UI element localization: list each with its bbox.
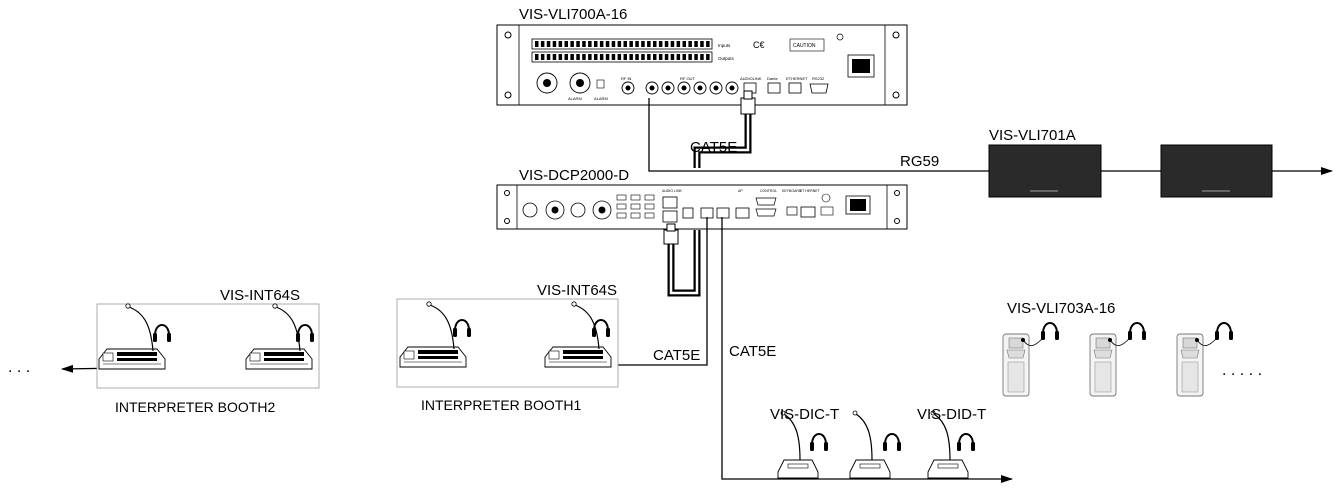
rs232-port <box>809 83 829 94</box>
interpreter-booth-1 <box>396 298 619 388</box>
vli701a-label: VIS-VLI701A <box>989 127 1076 144</box>
left-continuation: . . . <box>8 359 30 376</box>
cat5e-top-label: CAT5E <box>690 139 737 156</box>
vli703a-receiver-1 <box>1002 333 1030 397</box>
dcp-control-label: CONTROL <box>760 189 777 193</box>
vli701a-unit-2 <box>1160 144 1273 198</box>
vli703a-label: VIS-VLI703A-16 <box>1007 300 1115 317</box>
ce-mark: C€ <box>753 40 765 50</box>
headphone-icon <box>882 433 902 452</box>
dic-t-label: VIS-DIC-T <box>770 406 839 423</box>
ethernet-label: ETHERNET <box>786 76 808 81</box>
dcp-port-2 <box>716 207 730 219</box>
headphone-icon <box>1214 322 1234 341</box>
delegate-cat5e-cable <box>721 217 1013 483</box>
headphone-icon <box>956 433 976 452</box>
vli700a-inputs-label: Inputs <box>718 43 731 48</box>
rg59-cable <box>648 98 1333 175</box>
dcp-audio-link-label: AUDIO LINK <box>662 189 683 193</box>
int64s-booth2-label: VIS-INT64S <box>220 287 300 304</box>
vli703a-receiver-3 <box>1176 333 1204 397</box>
dante-label: Dante <box>767 76 778 81</box>
right-continuation: . . . . . <box>1222 362 1262 379</box>
headphone-icon <box>809 433 829 452</box>
dcp-ap-label: AP <box>738 189 743 193</box>
dcp2000-device: AUDIO LINK AP CONTROL KEYBOARD ET HERNET <box>496 184 908 230</box>
ethernet-port <box>788 82 802 94</box>
rf-out-label: RF OUT <box>680 76 695 81</box>
vli701a-unit-1 <box>988 144 1102 198</box>
rs232-label: RS232 <box>812 76 825 81</box>
did-t-label: VIS-DID-T <box>917 406 986 423</box>
vli700a-label: VIS-VLI700A-16 <box>519 6 627 23</box>
vli700a-outputs-label: Outputs <box>718 56 735 61</box>
headphone-icon <box>1127 322 1147 341</box>
dante-port <box>767 82 781 94</box>
cat5e-delegate-label: CAT5E <box>729 343 776 360</box>
booth1-label: INTERPRETER BOOTH1 <box>421 397 581 413</box>
vli703a-receiver-2 <box>1089 333 1117 397</box>
int64s-booth1-label: VIS-INT64S <box>537 282 617 299</box>
vli700a-device: Inputs Outputs C€ CAUTION ALARM ALARM RF… <box>496 24 908 106</box>
caution-label: CAUTION <box>793 43 816 49</box>
rf-in-label: RF IN <box>621 76 632 81</box>
headphone-icon <box>1040 322 1060 341</box>
dcp2000-label: VIS-DCP2000-D <box>519 167 629 184</box>
audiolink-label: AUDIOLINK <box>740 76 762 81</box>
booth-cat5e-cable <box>600 217 708 366</box>
interpreter-booth-2 <box>96 303 320 389</box>
booth2-label: INTERPRETER BOOTH2 <box>115 399 275 415</box>
vli700a-alarm-label: ALARM <box>568 96 582 101</box>
cat5e-booth-label: CAT5E <box>653 347 700 364</box>
dcp-keyboard-label: KEYBOARD <box>782 189 802 193</box>
dcp-port-1 <box>700 207 714 219</box>
vli700a-alarm-label-2: ALARM <box>594 96 608 101</box>
rg59-label: RG59 <box>900 153 939 170</box>
dcp-ethernet-label: ET HERNET <box>800 189 821 193</box>
cat5e-trunk-cable <box>663 90 756 297</box>
